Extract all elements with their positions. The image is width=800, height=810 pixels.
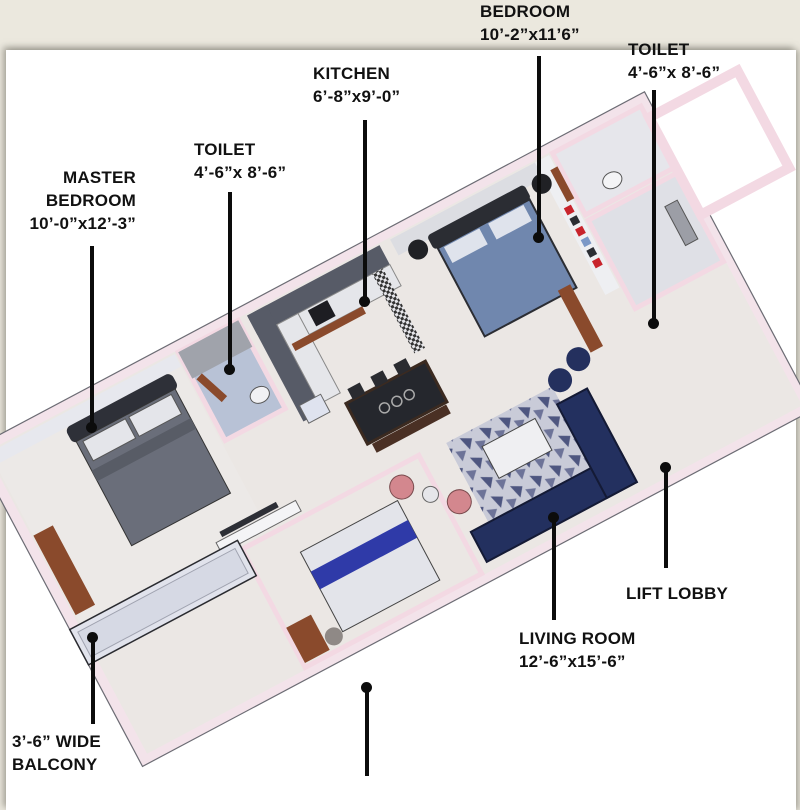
- balcony-strip: [68, 539, 258, 666]
- leader-dot-third-bedroom: [361, 682, 372, 693]
- lift-lobby-room: [584, 63, 796, 312]
- lift-shaft: [642, 63, 796, 222]
- third-bed: [299, 499, 441, 633]
- kitchen-room: [243, 242, 456, 450]
- leader-dot-master-bedroom: [86, 422, 97, 433]
- leader-master-bedroom: [90, 246, 94, 426]
- ottoman: [566, 347, 591, 372]
- label-living-room: LIVING ROOM 12’-6”x15’-6”: [519, 629, 636, 671]
- dining-table: [343, 359, 449, 447]
- cooktop: [307, 300, 336, 327]
- label-bedroom: BEDROOM 10’-2”x11’6”: [480, 2, 580, 44]
- third-bedroom-room: [238, 451, 486, 671]
- label-toilet-1: TOILET 4’-6”x 8’-6”: [194, 140, 287, 182]
- master-wardrobe: [33, 525, 96, 616]
- master-tv: [219, 501, 279, 538]
- leader-dot-kitchen: [359, 296, 370, 307]
- label-kitchen: KITCHEN 6’-8”x9’-0”: [313, 64, 401, 106]
- toilet-1-room: [174, 316, 289, 444]
- dining-bench: [371, 404, 451, 453]
- upper-cabinets: [247, 245, 390, 335]
- leader-dot-toilet-2: [648, 318, 659, 329]
- side-table: [421, 485, 439, 503]
- leader-living-room: [552, 516, 556, 620]
- nightstand-left: [408, 239, 429, 260]
- leader-dot-living-room: [548, 512, 559, 523]
- label-toilet-2: TOILET 4’-6”x 8’-6”: [628, 40, 721, 82]
- bedroom-room: [390, 155, 620, 372]
- label-balcony: 3’-6” WIDE BALCONY: [12, 732, 101, 774]
- leader-dot-bedroom: [533, 232, 544, 243]
- leader-dot-balcony: [87, 632, 98, 643]
- coffee-table: [481, 417, 553, 480]
- wall-art-grid: [563, 204, 603, 269]
- living-room-room: [405, 284, 695, 580]
- label-master-bedroom: MASTER BEDROOM 10’-0”x12’-3”: [29, 168, 136, 233]
- leader-toilet-2: [652, 90, 656, 322]
- leader-third-bedroom: [365, 686, 369, 776]
- toilet-2-door: [550, 166, 575, 202]
- tv-console: [557, 284, 604, 353]
- third-wardrobe: [286, 614, 330, 664]
- master-bed: [66, 374, 232, 547]
- leader-bedroom: [537, 56, 541, 236]
- leader-dot-lift-lobby: [660, 462, 671, 473]
- pouf: [324, 627, 343, 646]
- leader-toilet-1: [228, 192, 232, 368]
- dining-area: [343, 358, 451, 453]
- ottoman: [548, 368, 573, 393]
- nightstand-right: [531, 173, 552, 194]
- armchair: [446, 489, 472, 515]
- leader-kitchen: [363, 120, 367, 300]
- armchair: [389, 474, 415, 500]
- l-sofa: [469, 387, 639, 564]
- label-lift-lobby: LIFT LOBBY: [626, 584, 729, 603]
- leader-dot-toilet-1: [224, 364, 235, 375]
- toilet-1-door: [196, 373, 228, 403]
- lift-door: [664, 199, 699, 247]
- sink: [298, 393, 331, 424]
- leader-lift-lobby: [664, 466, 668, 568]
- leader-balcony: [91, 636, 95, 724]
